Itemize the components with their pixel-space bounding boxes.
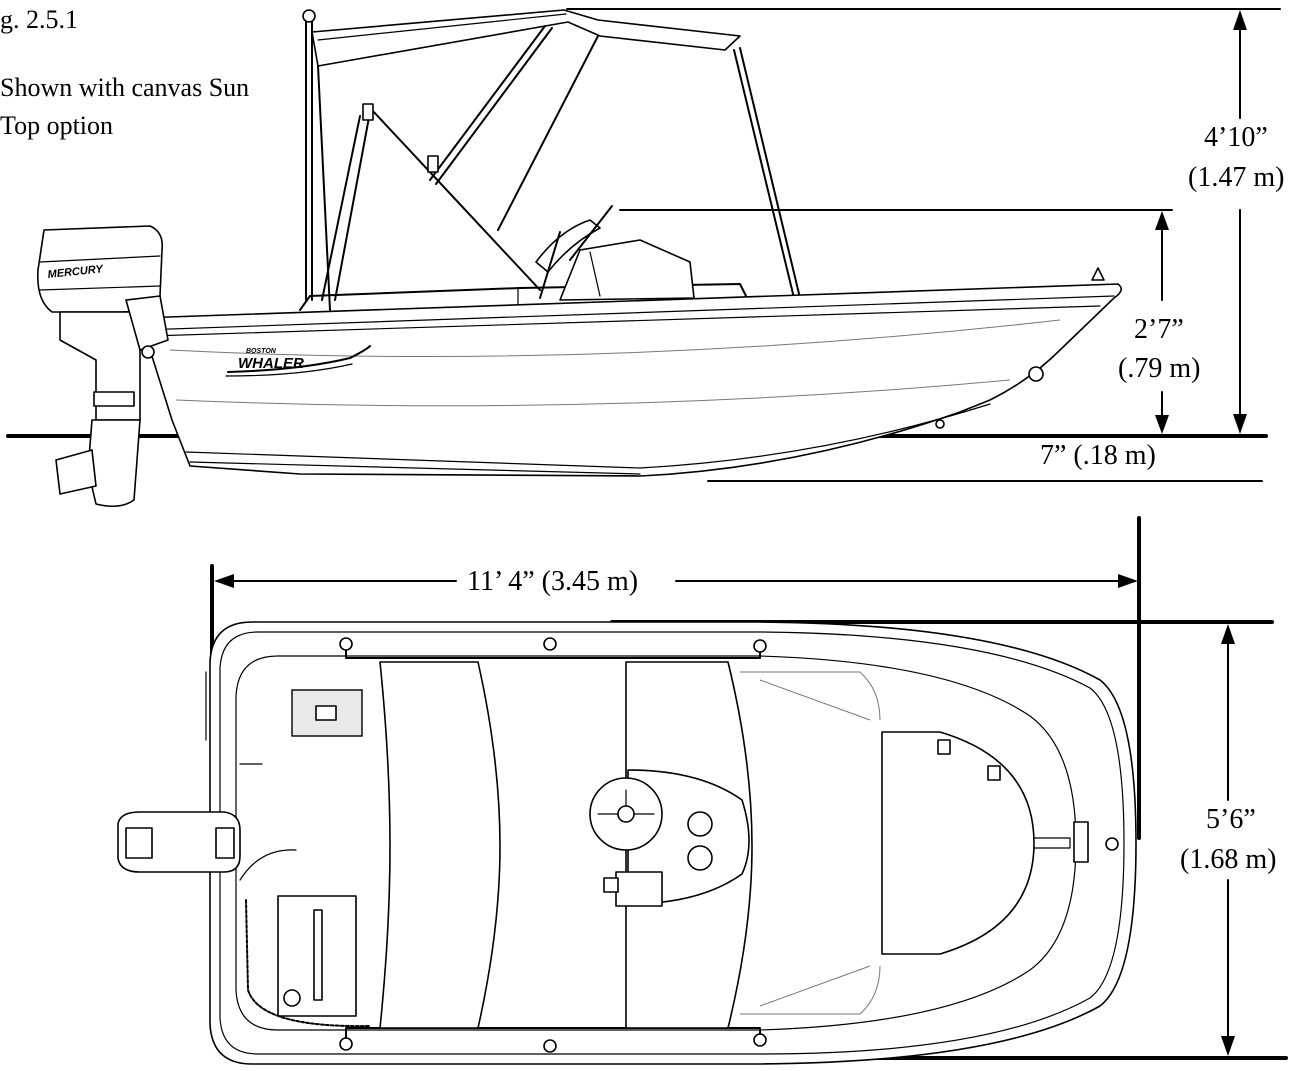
console-height-m: (.79 m) xyxy=(1118,353,1201,384)
stern-equipment xyxy=(239,689,371,1028)
length-arrow xyxy=(214,574,1138,588)
top-view xyxy=(117,516,1288,1065)
hull-logo: BOSTON WHALER xyxy=(225,345,371,377)
beam-arrow xyxy=(1221,624,1235,1056)
length-label: 11’ 4” (3.45 m) xyxy=(467,566,639,597)
outboard-motor: MERCURY xyxy=(36,225,169,508)
console-top xyxy=(589,769,750,907)
figure-label: g. 2.5.1 xyxy=(0,5,78,34)
beam-m: (1.68 m) xyxy=(1180,844,1277,875)
caption-line-2: Top option xyxy=(0,111,114,140)
console xyxy=(535,205,695,301)
caption-line-1: Shown with canvas Sun xyxy=(0,73,250,102)
grab-rails xyxy=(339,637,767,1053)
console-height-arrow xyxy=(1155,211,1169,434)
overall-height-m: (1.47 m) xyxy=(1188,162,1285,193)
engine-brand-label: MERCURY xyxy=(47,263,105,281)
overall-height-arrow xyxy=(1233,10,1247,434)
light-pole xyxy=(302,9,316,301)
console-height-ft: 2’7” xyxy=(1134,314,1184,345)
hull-brand-large: WHALER xyxy=(238,355,304,372)
hull-brand-small: BOSTON xyxy=(246,348,277,355)
side-view: BOSTON WHALER MERCURY xyxy=(6,8,1281,508)
sun-top-canvas xyxy=(311,9,801,311)
draft-label: 7” (.18 m) xyxy=(1040,440,1156,471)
overall-height-ft: 4’10” xyxy=(1204,122,1268,153)
outboard-top xyxy=(117,671,263,873)
bow-locker xyxy=(881,731,1119,955)
beam-ft: 5’6” xyxy=(1206,804,1256,835)
hull xyxy=(139,267,1122,477)
